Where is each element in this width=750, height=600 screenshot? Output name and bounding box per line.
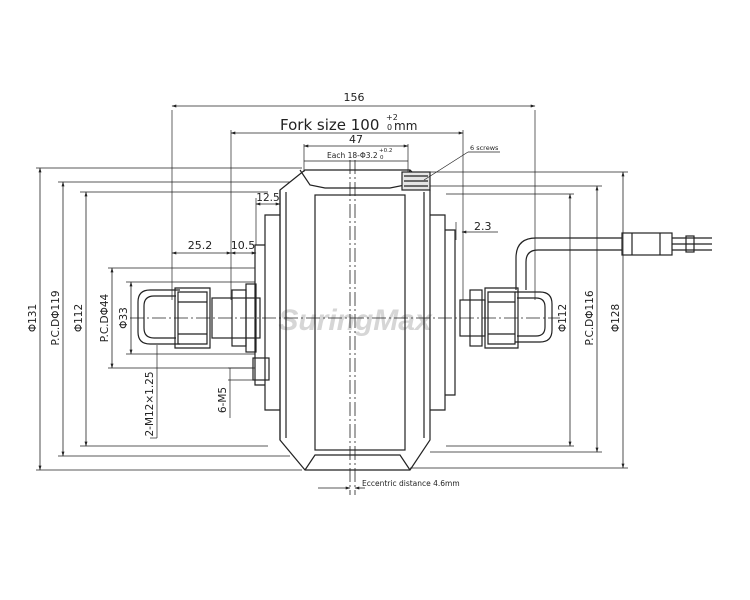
fork-unit: mm: [394, 119, 417, 133]
eccentric-label: Eccentric distance 4.6mm: [362, 479, 460, 488]
dimension-2-3: 2.3: [455, 220, 498, 240]
motor-cable: [515, 232, 712, 290]
dimension-10-5: 10.5: [230, 239, 257, 255]
dim-10-5-label: 10.5: [231, 239, 256, 252]
dimension-pcd-116: P.C.DΦ116: [430, 185, 602, 453]
dimension-47: 47: [303, 133, 409, 172]
eccentric-distance: Eccentric distance 4.6mm: [318, 479, 460, 490]
dim-12-5-label: 12.5: [256, 192, 279, 204]
dim-pcd-44-label: P.C.DΦ44: [99, 293, 111, 342]
fork-tol-lower: 0: [387, 123, 392, 132]
dim-131-label: Φ131: [27, 304, 39, 332]
watermark-logo: SuringMax: [278, 304, 433, 337]
dimension-112-left: Φ112: [73, 191, 268, 447]
thread-screw-callout: 6-M5: [217, 367, 253, 418]
dim-pcd-119-label: P.C.DΦ119: [50, 290, 62, 345]
dim-pcd-116-label: P.C.DΦ116: [584, 290, 596, 345]
dimension-pcd-119: P.C.DΦ119: [50, 181, 290, 457]
dim-112-left-label: Φ112: [73, 304, 85, 332]
dim-156-label: 156: [344, 91, 365, 104]
dimension-131: Φ131: [27, 167, 302, 471]
spoke-holes-note: Each 18-Φ3.2 +0.2 0: [304, 148, 408, 162]
screws-note-label: 6 screws: [470, 144, 499, 152]
spoke-tol-lower: 0: [380, 155, 384, 161]
dim-25-2-label: 25.2: [188, 239, 213, 252]
dim-33-label: Φ33: [118, 307, 130, 329]
screws-note: 6 screws: [423, 144, 500, 181]
dimension-33: Φ33: [118, 281, 255, 355]
thread-axle-callout: 2-M12×1.25: [144, 345, 158, 439]
dimension-25-2: 25.2: [171, 239, 232, 255]
dimension-128: Φ128: [410, 171, 628, 469]
dim-47-label: 47: [349, 133, 363, 146]
dim-112-right-label: Φ112: [557, 304, 569, 332]
dimension-12-5: 12.5: [255, 192, 281, 245]
spoke-tol-upper: +0.2: [379, 148, 392, 154]
dim-128-label: Φ128: [610, 304, 622, 332]
thread-screw-label: 6-M5: [217, 387, 229, 413]
fork-size-label: Fork size 100: [280, 116, 379, 134]
left-axle-assembly: [137, 283, 270, 381]
right-axle-assembly: [459, 287, 553, 349]
spoke-holes-label: Each 18-Φ3.2: [327, 151, 378, 160]
dimension-112-right: Φ112: [446, 193, 574, 447]
fork-tol-upper: +2: [386, 113, 398, 122]
thread-axle-label: 2-M12×1.25: [144, 371, 156, 436]
dimension-fork-size: Fork size 100 +2 0 mm: [230, 113, 464, 300]
dim-2-3-label: 2.3: [474, 220, 492, 233]
